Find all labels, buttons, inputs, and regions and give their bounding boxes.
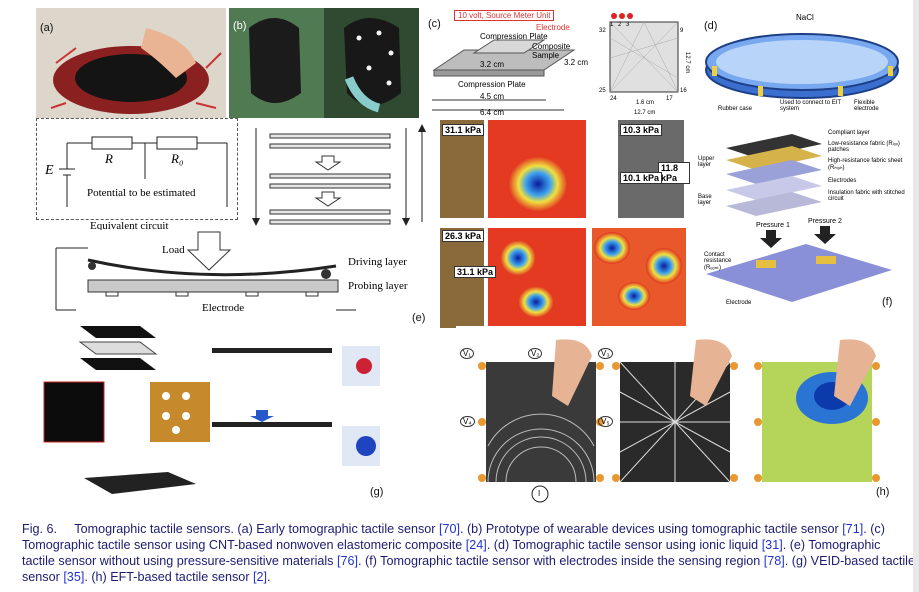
pressure-badge-1: 31.1 kPa: [442, 124, 484, 136]
ref-76[interactable]: [76]: [337, 554, 358, 568]
panel-b-label: (b): [233, 20, 246, 32]
panel-e-label: (e): [412, 312, 425, 324]
load-label: Load: [162, 244, 185, 256]
dim-3.2-a: 3.2 cm: [480, 60, 504, 69]
fabric-layers-drawing: [696, 124, 906, 320]
driving-layer-label: Driving layer: [348, 256, 407, 268]
ref-70[interactable]: [70]: [439, 522, 460, 536]
load-contact-drawing: [240, 122, 436, 230]
base-layer-label: Base layer: [698, 194, 720, 206]
pressure1-label: Pressure 1: [756, 222, 790, 229]
panel-h-eft: V₁ V₂ V₃ V₄ V₅ I (h): [456, 326, 896, 504]
dim-4.5: 4.5 cm: [480, 92, 504, 101]
lowres-label: Low-resistance fabric (Rₗₒᵥ) patches: [828, 140, 906, 153]
ref-2[interactable]: [2]: [253, 570, 267, 584]
highres-label: High-resistance fabric sheet (Rₕᵢ₉ₕ): [828, 158, 906, 171]
ref-35[interactable]: [35]: [63, 570, 84, 584]
grid-gap: 1.6 cm: [636, 100, 654, 106]
ref-24[interactable]: [24]: [466, 538, 487, 552]
grid-n17: 17: [666, 96, 673, 102]
caption-fig: Fig. 6.: [22, 522, 57, 536]
page-edge-scrollbar[interactable]: [913, 0, 919, 592]
panel-d-ionic: (d) NaCl Rubber case Used to connect to …: [698, 8, 906, 120]
v3-label: V₃: [598, 348, 613, 359]
caption-h: . (h) EFT-based tactile sensor: [84, 570, 253, 584]
v1-label: V₁: [460, 348, 474, 359]
current-label: I: [538, 489, 540, 498]
circuit-R0: R₀: [171, 151, 183, 167]
dim-3.2-b: 3.2 cm: [564, 58, 588, 67]
circuit-R: R: [105, 151, 113, 167]
nacl-label: NaCl: [796, 13, 814, 22]
panel-f-fabric: Compliant layer Low-resistance fabric (R…: [696, 124, 906, 320]
ref-31[interactable]: [31]: [762, 538, 783, 552]
pressure-badge-2: 10.3 kPa: [620, 124, 662, 136]
connect-label: Used to connect to EIT system: [780, 100, 850, 112]
ref-78[interactable]: [78]: [764, 554, 785, 568]
circuit-drawing: [37, 119, 237, 219]
compression-plate-top-label: Compression Plate: [480, 32, 548, 41]
pressure-badge-6: 31.1 kPa: [454, 266, 496, 278]
caption-d: . (d) Tomographic tactile sensor using i…: [487, 538, 762, 552]
grid-n25: 25: [599, 88, 606, 94]
figure-caption: Fig. 6. Tomographic tactile sensors. (a)…: [22, 521, 915, 585]
caption-a: (a) Early tomographic tactile sensor: [237, 522, 439, 536]
caption-end: .: [267, 570, 271, 584]
pressure-badge-4: 10.1 kPa: [620, 172, 662, 184]
caption-title: Tomographic tactile sensors.: [74, 522, 234, 536]
heatmap-drawing: [440, 120, 690, 330]
potential-label: Potential to be estimated: [87, 187, 195, 199]
panel-equivalent-circuit: E R R₀ Potential to be estimated: [36, 118, 238, 220]
caption-f: . (f) Tomographic tactile sensor with el…: [358, 554, 764, 568]
dim-6.4: 6.4 cm: [480, 108, 504, 117]
wearable-mask-photo: [229, 8, 419, 118]
grid-n16: 16: [680, 88, 687, 94]
electrode-f-label: Electrode: [726, 300, 751, 306]
grid-n24: 24: [610, 96, 617, 102]
electrode-label-bottom: Electrode: [202, 302, 244, 314]
pressure2-label: Pressure 2: [808, 218, 842, 225]
contact-resistance-label: Contact resistance (Rₑₒₙₜ): [704, 252, 744, 271]
panel-a-label: (a): [40, 22, 53, 34]
grid-n9: 9: [680, 28, 683, 34]
rubber-case-label: Rubber case: [718, 106, 752, 112]
eft-drawing: [456, 326, 896, 504]
panel-f-label: (f): [882, 296, 892, 308]
insulation-label: Insulation fabric with stitched circuit: [828, 190, 906, 202]
upper-layer-label: Upper layer: [698, 156, 720, 168]
grid-width: 12.7 cm: [634, 110, 655, 116]
grid-n3: 3: [626, 22, 629, 28]
grid-n32: 32: [599, 28, 606, 34]
compliant-label: Compliant layer: [828, 130, 870, 136]
ref-71[interactable]: [71]: [842, 522, 863, 536]
v5-label: V₅: [598, 416, 613, 427]
panel-g-veid: (g): [36, 322, 386, 502]
panel-h-label: (h): [876, 486, 889, 498]
panel-load-contact: [240, 122, 436, 230]
pressure-badge-3: 11.8 kPa: [658, 162, 690, 184]
panel-layer-structure: Load Driving layer Probing layer Electro…: [36, 230, 436, 324]
circuit-E: E: [45, 163, 54, 179]
panel-g-label: (g): [370, 486, 383, 498]
tactile-sensor-photo: [36, 8, 226, 118]
panel-electrode-grid: 1 2 3 32 9 25 16 24 1.6 cm 17 12.7 cm 12…: [596, 8, 696, 120]
veid-drawing: [36, 322, 386, 502]
flexible-electrode-label: Flexible electrode: [854, 100, 894, 112]
panel-b-photo: (b): [229, 8, 419, 118]
grid-n1: 1: [610, 22, 613, 28]
pressure-badge-5: 26.3 kPa: [442, 230, 484, 242]
caption-b: . (b) Prototype of wearable devices usin…: [460, 522, 842, 536]
panel-a-photo: (a): [36, 8, 226, 118]
probing-layer-label: Probing layer: [348, 280, 408, 292]
v4-label: V₄: [460, 416, 475, 427]
compression-plate-bottom-label: Compression Plate: [458, 80, 526, 89]
grid-n2: 2: [618, 22, 621, 28]
panel-e-heatmaps: 31.1 kPa 10.3 kPa 11.8 kPa 10.1 kPa 26.3…: [440, 120, 690, 330]
panel-c-schematic: (c) 10 volt, Source Meter Unit Electrode…: [424, 8, 596, 118]
grid-height: 12.7 cm: [684, 52, 690, 73]
electrodes-label: Electrodes: [828, 178, 856, 184]
